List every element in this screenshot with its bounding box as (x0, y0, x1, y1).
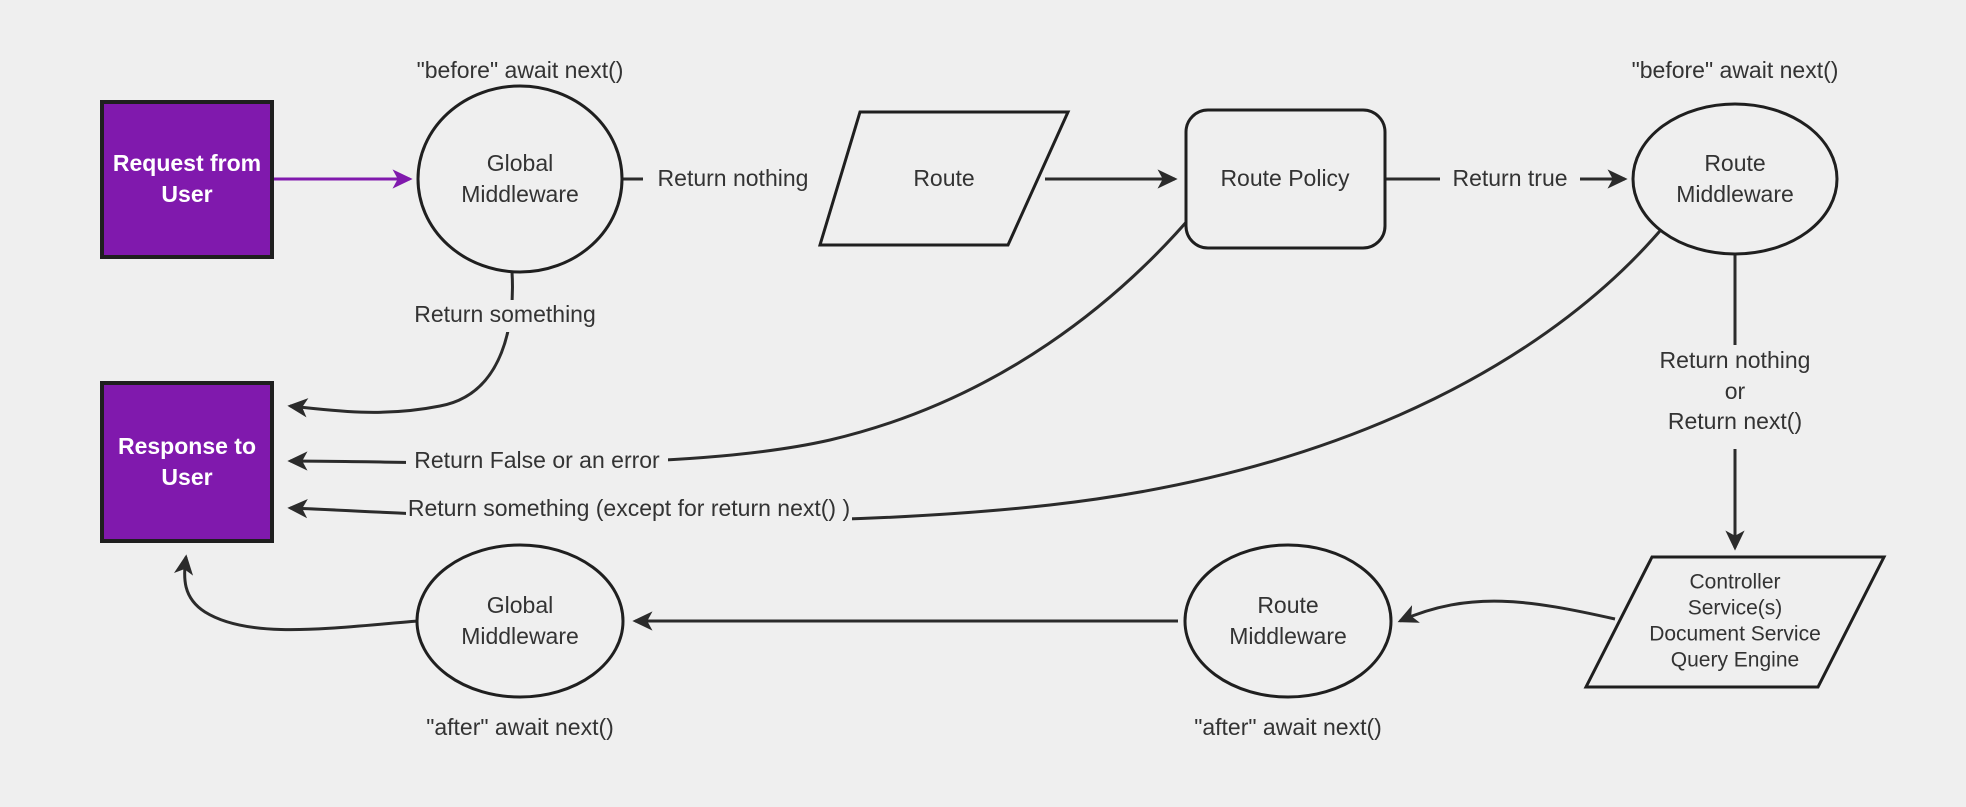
svg-text:User: User (161, 464, 212, 490)
svg-text:Return true: Return true (1452, 165, 1567, 191)
svg-text:Middleware: Middleware (461, 181, 579, 207)
edge-global-middleware-return-something (287, 271, 514, 418)
svg-text:Return next(): Return next() (1668, 408, 1802, 434)
svg-text:Query Engine: Query Engine (1671, 649, 1799, 672)
svg-text:Response to: Response to (118, 433, 256, 459)
svg-text:Controller: Controller (1689, 571, 1780, 594)
svg-text:Route: Route (1704, 150, 1765, 176)
node-route[interactable]: Route (817, 110, 1071, 247)
svg-text:Return something: Return something (414, 301, 596, 327)
svg-text:Return nothing: Return nothing (658, 165, 809, 191)
svg-text:Middleware: Middleware (1676, 181, 1794, 207)
svg-text:Service(s): Service(s) (1688, 597, 1783, 620)
annotation-after-route-middleware: "after" await next() (1194, 714, 1382, 740)
node-controller-stack[interactable]: Controller Service(s) Document Service Q… (1583, 555, 1887, 689)
svg-text:Request from: Request from (113, 150, 261, 176)
svg-text:Middleware: Middleware (461, 623, 579, 649)
svg-text:Return something (except for r: Return something (except for return next… (408, 495, 850, 521)
node-global-middleware-before[interactable]: Global Middleware (416, 84, 624, 274)
svg-text:Middleware: Middleware (1229, 623, 1347, 649)
edge-label-return-something: Return something (410, 300, 600, 332)
annotation-after-global-middleware: "after" await next() (426, 714, 614, 740)
edge-label-return-something-except: Return something (except for return next… (406, 494, 852, 524)
edge-route-policy-return-false (287, 211, 1197, 471)
svg-text:Route: Route (1257, 592, 1318, 618)
node-response-to-user[interactable]: Response to User (100, 381, 274, 543)
node-global-middleware-after[interactable]: Global Middleware (415, 543, 625, 699)
node-route-middleware-after[interactable]: Route Middleware (1183, 543, 1393, 699)
node-route-policy[interactable]: Route Policy (1184, 108, 1387, 250)
svg-text:Global: Global (487, 150, 553, 176)
svg-text:User: User (161, 181, 212, 207)
annotation-before-route-middleware: "before" await next() (1632, 57, 1839, 83)
node-route-middleware-before[interactable]: Route Middleware (1631, 102, 1839, 256)
edge-global-middleware-after-to-response (173, 554, 419, 632)
svg-text:Return nothing: Return nothing (1660, 347, 1811, 373)
edge-label-return-nothing: Return nothing (643, 164, 823, 194)
edge-label-return-true: Return true (1440, 164, 1580, 194)
svg-text:Return False or an error: Return False or an error (414, 447, 660, 473)
edge-label-return-false-or-error: Return False or an error (406, 446, 668, 476)
edge-label-return-nothing-or-next: Return nothing or Return next() (1640, 345, 1832, 449)
svg-text:or: or (1725, 378, 1746, 404)
svg-text:Route: Route (913, 165, 974, 191)
svg-text:Document Service: Document Service (1649, 623, 1821, 646)
node-request-from-user[interactable]: Request from User (100, 100, 274, 259)
svg-text:Route Policy: Route Policy (1220, 165, 1350, 191)
edge-controller-to-route-middleware-after (1397, 599, 1616, 623)
svg-text:Global: Global (487, 592, 553, 618)
annotation-before-global-middleware: "before" await next() (417, 57, 624, 83)
